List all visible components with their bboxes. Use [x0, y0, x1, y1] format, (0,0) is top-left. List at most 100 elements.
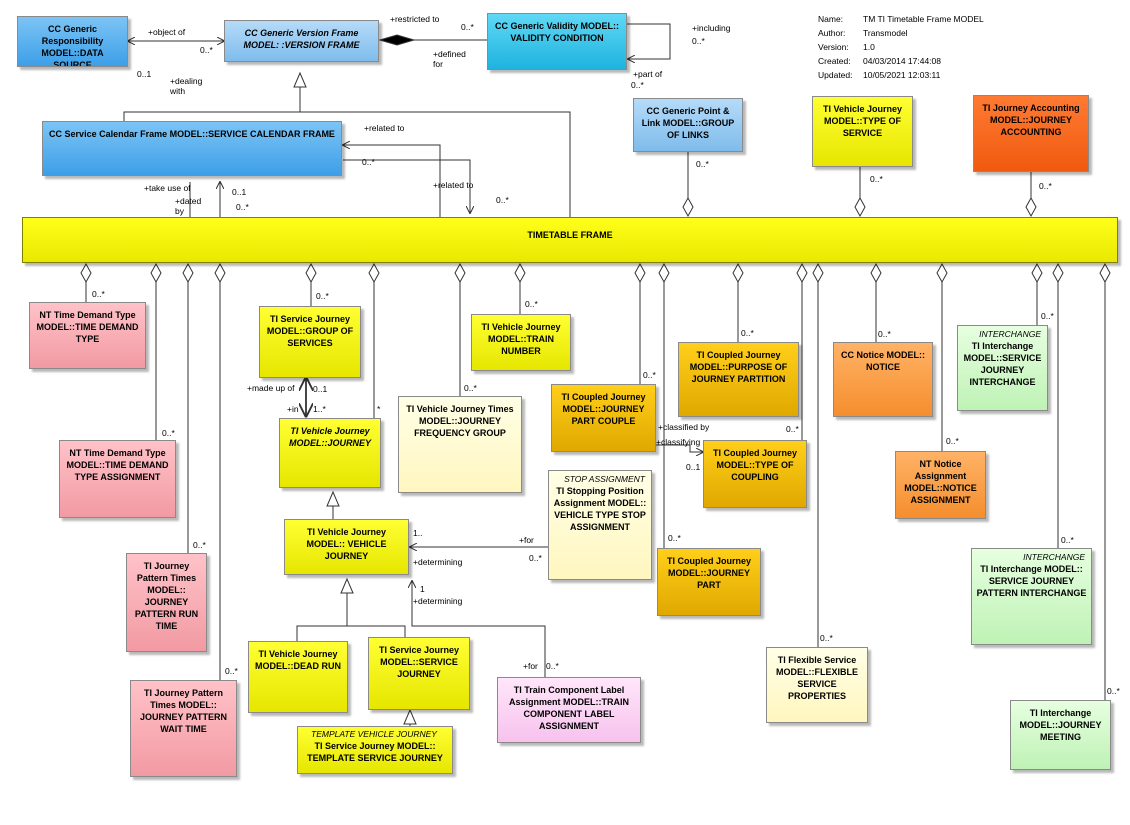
label-tdta-mult: 0..* [162, 428, 175, 438]
label-tdt-mult: 0..* [92, 289, 105, 299]
metadata-row: Updated:10/05/2021 12:03:11 [818, 68, 984, 82]
box-group-of-services[interactable]: TI Service Journey MODEL::GROUP OF SERVI… [259, 306, 361, 378]
box-service-journey-pattern-interchange-stereotype: INTERCHANGE [1023, 552, 1085, 562]
label-classifying: +classifying [656, 437, 701, 447]
box-service-calendar-frame[interactable]: CC Service Calendar Frame MODEL::SERVICE… [42, 121, 342, 176]
box-journey-accounting[interactable]: TI Journey Accounting MODEL::JOURNEY ACC… [973, 95, 1089, 172]
box-vehicle-journey[interactable]: TI Vehicle Journey MODEL:: VEHICLE JOURN… [284, 519, 409, 575]
label-take-use-of: +take use of [144, 183, 191, 193]
conn-validity-self [627, 23, 671, 60]
label-gol-mult: 0..* [696, 159, 709, 169]
box-timetable-frame[interactable]: TIMETABLE FRAME [22, 217, 1118, 263]
conn-sj-vj [347, 625, 406, 637]
conn-related-to-1 [343, 145, 441, 217]
box-type-of-service[interactable]: TI Vehicle Journey MODEL::TYPE OF SERVIC… [812, 96, 913, 167]
box-vehicle-type-stop-assignment-text: TI Stopping Position Assignment MODEL:: … [553, 486, 647, 532]
box-data-source-text: CC Generic Responsibility MODEL::DATA SO… [41, 24, 104, 67]
label-vc-mult-rt: 0..* [461, 22, 474, 32]
conn-validity-versionframe-diamond [378, 34, 416, 46]
metadata-value: TM TI Timetable Frame MODEL [863, 14, 984, 24]
conn-tcl-vj [412, 581, 546, 677]
box-time-demand-type-text: NT Time Demand Type MODEL::TIME DEMAND T… [36, 310, 139, 344]
box-journey-meeting[interactable]: TI Interchange MODEL::JOURNEY MEETING [1010, 700, 1111, 770]
box-journey-pattern-run-time[interactable]: TI Journey Pattern Times MODEL:: JOURNEY… [126, 553, 207, 652]
box-notice-assignment[interactable]: NT Notice Assignment MODEL::NOTICE ASSIG… [895, 451, 986, 519]
label-jprt-mult: 0..* [193, 540, 206, 550]
label-defined-for: +defined for [433, 49, 466, 69]
metadata-value: 10/05/2021 12:03:11 [863, 70, 941, 80]
conn-inherit-versionframe [123, 87, 301, 121]
box-time-demand-type[interactable]: NT Time Demand Type MODEL::TIME DEMAND T… [29, 302, 146, 369]
label-dated-by: +dated by [175, 196, 202, 216]
label-in: +in [287, 404, 299, 414]
box-vehicle-journey-text: TI Vehicle Journey MODEL:: VEHICLE JOURN… [306, 527, 387, 561]
box-journey-frequency-group-text: TI Vehicle Journey Times MODEL::JOURNEY … [406, 404, 514, 438]
metadata-value: Transmodel [863, 28, 908, 38]
label-part-of-mult: 0..* [631, 80, 644, 90]
label-popj-mult: 0..* [741, 328, 754, 338]
label-classifying-mult: 0..1 [686, 462, 701, 472]
metadata-key: Created: [818, 56, 851, 66]
box-group-of-links[interactable]: CC Generic Point & Link MODEL::GROUP OF … [633, 98, 743, 152]
box-journey-pattern-run-time-text: TI Journey Pattern Times MODEL:: JOURNEY… [134, 561, 199, 631]
box-service-journey-text: TI Service Journey MODEL::SERVICE JOURNE… [378, 645, 460, 679]
label-for-1: +for [519, 535, 534, 545]
label-notice-mult: 0..* [878, 329, 891, 339]
label-vj-mult-2: 1 [420, 584, 425, 594]
conn-vj-inherit-head [340, 577, 354, 594]
box-purpose-of-journey-partition[interactable]: TI Coupled Journey MODEL::PURPOSE OF JOU… [678, 342, 799, 417]
conn-deadrun-vj [296, 593, 348, 641]
box-journey-pattern-wait-time[interactable]: TI Journey Pattern Times MODEL:: JOURNEY… [130, 680, 237, 777]
box-time-demand-type-assignment[interactable]: NT Time Demand Type MODEL::TIME DEMAND T… [59, 440, 176, 518]
box-service-journey[interactable]: TI Service Journey MODEL::SERVICE JOURNE… [368, 637, 470, 710]
box-version-frame[interactable]: CC Generic Version Frame MODEL: :VERSION… [224, 20, 379, 62]
box-group-of-links-text: CC Generic Point & Link MODEL::GROUP OF … [641, 106, 735, 140]
label-part-of: +part of [633, 69, 663, 79]
box-journey-part-couple[interactable]: TI Coupled Journey MODEL::JOURNEY PART C… [551, 384, 656, 452]
metadata-row: Created:04/03/2014 17:44:08 [818, 54, 984, 68]
box-type-of-coupling[interactable]: TI Coupled Journey MODEL::TYPE OF COUPLI… [703, 440, 807, 508]
label-for-2: +for [523, 661, 538, 671]
box-flexible-service-properties[interactable]: TI Flexible Service MODEL::FLEXIBLE SERV… [766, 647, 868, 723]
metadata-row: Version:1.0 [818, 40, 984, 54]
metadata-row: Name:TM TI Timetable Frame MODEL [818, 12, 984, 26]
label-ds-mult-ds: 0..1 [137, 69, 152, 79]
conn-vj-journey-head [326, 490, 340, 507]
box-train-number[interactable]: TI Vehicle Journey MODEL::TRAIN NUMBER [471, 314, 571, 371]
label-gos-mult: 0..* [316, 291, 329, 301]
box-journey-part-text: TI Coupled Journey MODEL::JOURNEY PART [666, 556, 751, 590]
box-notice[interactable]: CC Notice MODEL:: NOTICE [833, 342, 933, 417]
box-validity-condition-text: CC Generic Validity MODEL:: VALIDITY CON… [494, 21, 620, 43]
label-take-use-mult: 0..1 [232, 187, 247, 197]
box-data-source[interactable]: CC Generic Responsibility MODEL::DATA SO… [17, 16, 128, 67]
label-dated-by-mult: 0..* [236, 202, 249, 212]
metadata-row: Author:Transmodel [818, 26, 984, 40]
box-flexible-service-properties-text: TI Flexible Service MODEL::FLEXIBLE SERV… [776, 655, 858, 701]
label-classified-by-mult: 0..* [786, 424, 799, 434]
box-train-component-label-assignment[interactable]: TI Train Component Label Assignment MODE… [497, 677, 641, 743]
label-tn-mult: 0..* [525, 299, 538, 309]
box-service-journey-interchange-stereotype: INTERCHANGE [979, 329, 1041, 339]
box-time-demand-type-assignment-text: NT Time Demand Type MODEL::TIME DEMAND T… [66, 448, 169, 482]
box-validity-condition[interactable]: CC Generic Validity MODEL:: VALIDITY CON… [487, 13, 627, 70]
label-object-of: +object of [148, 27, 186, 37]
label-made-up-of: +made up of [247, 383, 295, 393]
box-journey[interactable]: TI Vehicle Journey MODEL::JOURNEY [279, 418, 381, 488]
box-journey-accounting-text: TI Journey Accounting MODEL::JOURNEY ACC… [982, 103, 1080, 137]
conn-template-sj-head [403, 708, 417, 725]
box-notice-text: CC Notice MODEL:: NOTICE [841, 350, 925, 372]
box-dead-run-text: TI Vehicle Journey MODEL::DEAD RUN [255, 649, 341, 671]
label-jm-mult: 0..* [1107, 686, 1120, 696]
conn-ja-diamond [1025, 196, 1037, 218]
box-journey-frequency-group[interactable]: TI Vehicle Journey Times MODEL::JOURNEY … [398, 396, 522, 493]
box-dead-run[interactable]: TI Vehicle Journey MODEL::DEAD RUN [248, 641, 348, 713]
box-journey-part-couple-text: TI Coupled Journey MODEL::JOURNEY PART C… [561, 392, 646, 426]
conn-jpc-toc [656, 444, 703, 452]
label-related-to-1: +related to [364, 123, 405, 133]
box-journey-part[interactable]: TI Coupled Journey MODEL::JOURNEY PART [657, 548, 761, 616]
